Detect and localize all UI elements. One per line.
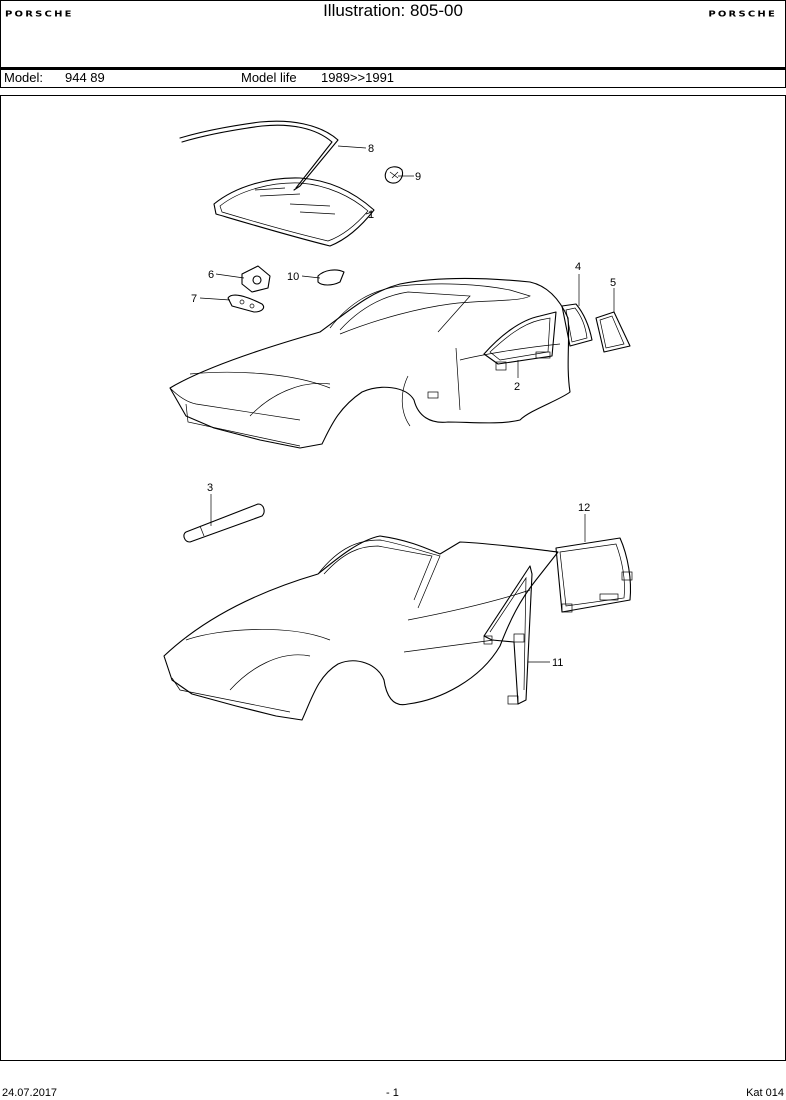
porsche-logo-right: PORSCHE xyxy=(708,10,777,19)
pad-part xyxy=(317,269,345,286)
side-window-part xyxy=(483,311,557,371)
callout-6: 6 xyxy=(208,269,214,281)
footer-catalog: Kat 014 xyxy=(746,1087,784,1099)
callout-8: 8 xyxy=(368,143,374,155)
quarter-glass-part xyxy=(561,303,593,347)
callout-10: 10 xyxy=(287,271,299,283)
rod-part xyxy=(183,503,265,543)
model-bar: Model: 944 89 Model life 1989>>1991 xyxy=(0,68,786,88)
quarter-frame-part xyxy=(595,311,631,353)
model-label: Model: xyxy=(4,70,44,85)
door-window-part xyxy=(483,565,533,705)
footer-page: - 1 xyxy=(386,1087,399,1099)
clip-part xyxy=(384,166,404,184)
rear-side-window-part xyxy=(555,537,633,613)
callout-9: 9 xyxy=(415,171,421,183)
header: PORSCHE Illustration: 805-00 PORSCHE xyxy=(0,0,786,68)
cabriolet-body-drawing xyxy=(163,535,559,721)
bracket-part xyxy=(227,294,265,313)
mirror-base-part xyxy=(241,265,271,293)
windshield-seal-part xyxy=(179,120,339,191)
model-life-label: Model life xyxy=(241,70,297,85)
page-title: Illustration: 805-00 xyxy=(323,1,463,20)
callout-5: 5 xyxy=(610,277,616,289)
windshield-glass-part xyxy=(213,177,375,247)
callout-12: 12 xyxy=(578,502,590,514)
callout-11: 11 xyxy=(552,657,563,669)
model-life-value: 1989>>1991 xyxy=(321,70,395,85)
coupe-body-drawing xyxy=(169,277,571,449)
footer-date: 24.07.2017 xyxy=(2,1087,58,1099)
callout-4: 4 xyxy=(575,261,581,273)
porsche-logo-left: PORSCHE xyxy=(5,10,74,19)
callout-3: 3 xyxy=(207,482,213,494)
callout-7: 7 xyxy=(191,293,197,305)
callout-leaders xyxy=(199,145,615,663)
model-value: 944 89 xyxy=(65,70,105,85)
callout-1: 1 xyxy=(368,209,374,221)
callout-2: 2 xyxy=(514,381,520,393)
